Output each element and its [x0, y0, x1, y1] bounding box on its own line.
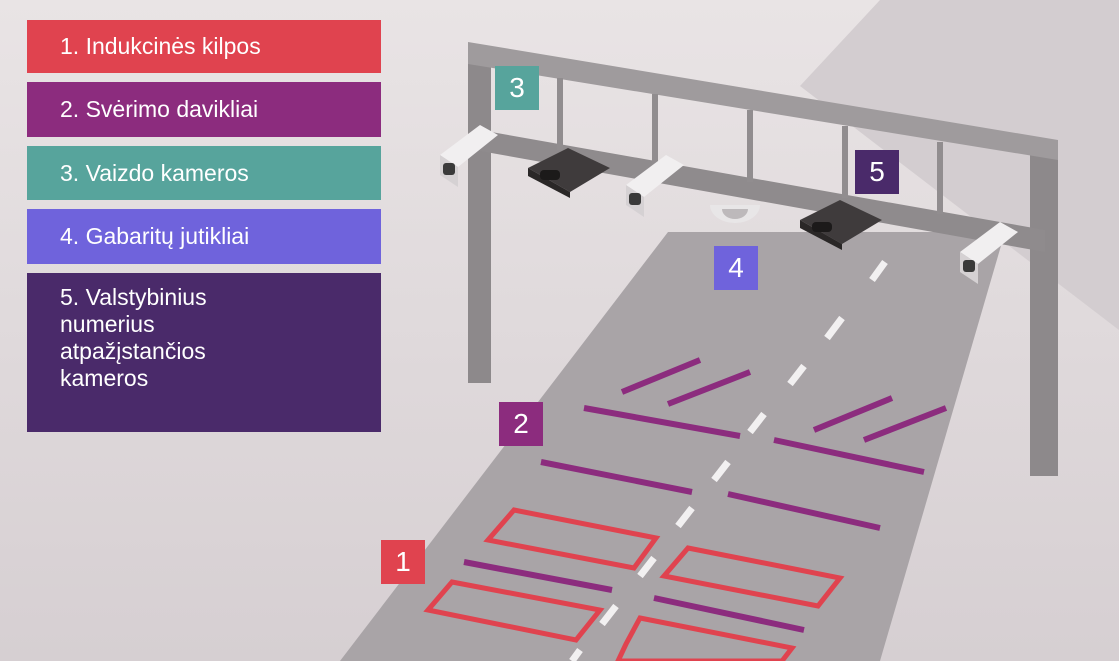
legend-inductive-loops: 1. Indukcinės kilpos: [27, 20, 381, 73]
weigh-sensor-strip: [620, 357, 702, 395]
legend-label: 1. Indukcinės kilpos: [60, 33, 261, 59]
cctv-camera-icon: [960, 222, 1018, 284]
cctv-camera-icon: [440, 125, 498, 187]
badge-plate-cameras: 5: [855, 150, 899, 194]
cctv-camera-icon: [626, 155, 684, 217]
devices: [440, 125, 1018, 284]
inductive-loops: [423, 507, 845, 661]
gantry-bottom-beam: [480, 130, 1045, 252]
badge-inductive-loops: 1: [381, 540, 425, 584]
weigh-sensor-strip: [463, 559, 613, 593]
legend-label: 3. Vaizdo kameros: [60, 159, 249, 186]
weigh-sensor-strip: [862, 405, 948, 443]
lane-dash: [637, 555, 657, 579]
lane-dash: [824, 315, 845, 341]
lane-dash: [787, 363, 807, 387]
weigh-sensor-strip: [540, 459, 693, 495]
lane-dash: [675, 505, 695, 529]
anpr-camera-icon: [528, 148, 610, 198]
legend-dimension-sensors: 4. Gabaritų jutikliai: [27, 209, 381, 264]
inductive-loop: [659, 545, 845, 609]
lane-dash: [747, 411, 767, 435]
legend-label: 4. Gabaritų jutikliai: [60, 223, 250, 249]
gantry-top-beam: [468, 42, 1058, 160]
gantry-struts: [557, 78, 943, 214]
inductive-loop: [483, 507, 661, 571]
road: [340, 232, 1005, 661]
badge-video-cameras: 3: [495, 66, 539, 110]
inductive-loop: [615, 615, 797, 661]
legend-plate-cameras: 5. Valstybinius numerius atpažįstančios …: [27, 273, 381, 432]
gantry-right-post: [1030, 140, 1058, 476]
dome-sensor-icon: [710, 205, 760, 223]
lane-dash: [569, 647, 583, 661]
lane-dash: [869, 259, 888, 283]
legend-weigh-sensors: 2. Svėrimo davikliai: [27, 82, 381, 137]
badge-weigh-sensors: 2: [499, 402, 543, 446]
weigh-sensor-strip: [812, 395, 894, 433]
lane-dash: [711, 459, 731, 483]
legend-video-cameras: 3. Vaizdo kameros: [27, 146, 381, 200]
gantry-left-post: [468, 62, 491, 383]
legend-label: 2. Svėrimo davikliai: [60, 96, 259, 122]
anpr-camera-icon: [800, 200, 882, 250]
weigh-sensor-strip: [653, 595, 805, 633]
weigh-sensor-strip: [727, 491, 881, 531]
weigh-sensor-strip: [583, 405, 741, 439]
badge-dimension-sensors: 4: [714, 246, 758, 290]
lane-dash: [599, 603, 619, 627]
weigh-sensor-strip: [773, 437, 925, 475]
lane-dashes: [569, 259, 888, 661]
weigh-sensor-strip: [666, 369, 752, 407]
inductive-loop: [423, 579, 605, 643]
legend-label: 5. Valstybinius numerius atpažįstančios …: [60, 284, 207, 391]
weigh-sensor-strips: [463, 357, 948, 633]
